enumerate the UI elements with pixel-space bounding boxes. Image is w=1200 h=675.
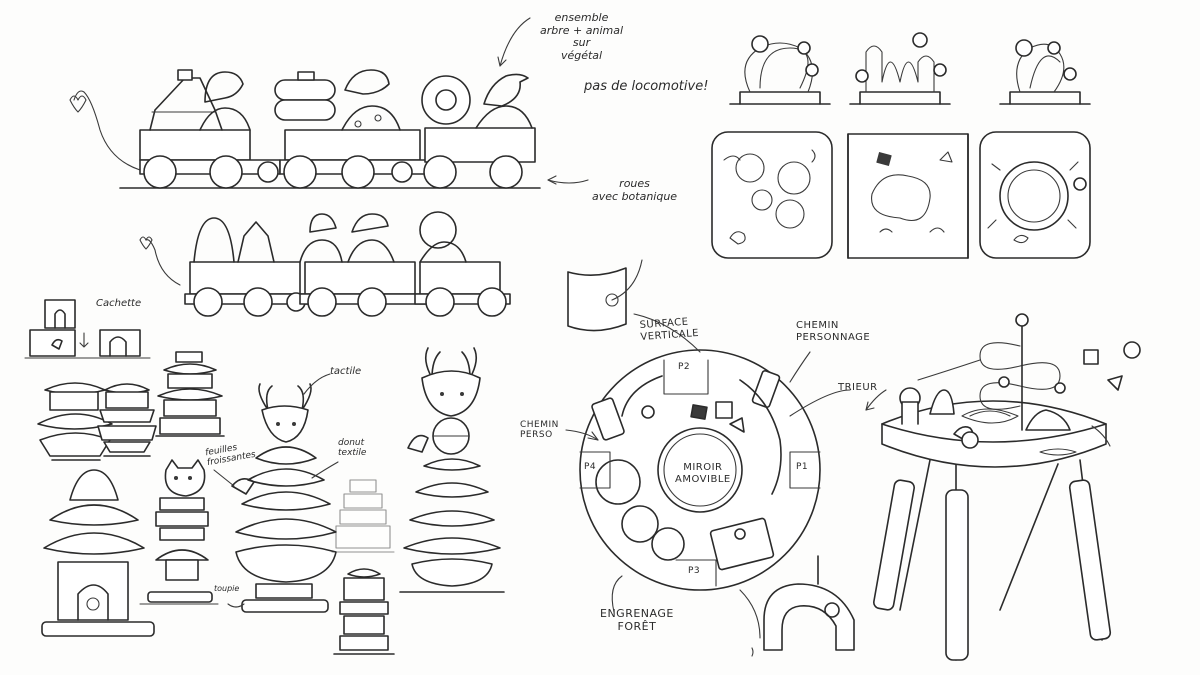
label-p4: P4 [584, 462, 597, 472]
label-forest-gears: ENGRENAGE FORÊT [600, 607, 674, 633]
label-p2: P2 [678, 362, 691, 372]
table-plan [565, 259, 855, 657]
bead-mazes [729, 32, 1091, 105]
label-character-path-left: CHEMIN PERSO [520, 420, 559, 441]
label-vertical-surface: SURFACE VERTICALE [639, 316, 700, 343]
note-wheels: roues avec botanique [592, 177, 678, 203]
activity-panels [711, 131, 1091, 259]
train-top [69, 17, 589, 189]
note-donut: donut textile [338, 438, 367, 459]
train-second [139, 211, 511, 317]
note-train-set: ensemble arbre + animal sur végétal [540, 11, 624, 62]
label-sorter: TRIEUR [838, 382, 878, 393]
label-character-path-top: CHEMIN PERSONNAGE [796, 320, 871, 343]
label-removable-mirror: MIROIR AMOVIBLE [675, 462, 731, 485]
label-p3: P3 [688, 566, 701, 576]
note-hide: Cachette [96, 298, 142, 309]
note-toupie: toupie [214, 584, 240, 593]
stackers-left [24, 299, 225, 637]
deer-stackers [213, 347, 505, 655]
note-tactile: tactile [330, 366, 362, 377]
note-no-locomotive: pas de locomotive! [584, 79, 709, 94]
activity-table [865, 313, 1141, 661]
label-p1: P1 [796, 462, 809, 472]
